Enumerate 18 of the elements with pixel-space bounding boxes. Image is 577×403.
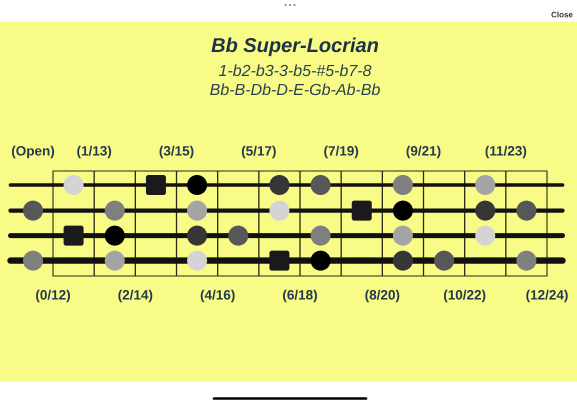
fret-label: (6/18) bbox=[283, 290, 317, 302]
fret-label: (Open) bbox=[12, 146, 54, 158]
fret-label: (2/14) bbox=[118, 290, 152, 302]
close-link: Close bbox=[551, 12, 573, 18]
fret-label: (8/20) bbox=[365, 290, 400, 302]
fret-label: (10/22) bbox=[444, 290, 486, 302]
fret-label: (9/21) bbox=[406, 146, 440, 158]
fret-label: (1/13) bbox=[77, 146, 112, 158]
subtitle: 1-b2-b3-3-b5-#5-b7-8 bbox=[218, 64, 372, 76]
fret-label: (11/23) bbox=[486, 146, 526, 158]
fret-label: (3/15) bbox=[160, 146, 194, 158]
fret-label: (7/19) bbox=[324, 146, 358, 158]
fret-label: (12/24) bbox=[526, 290, 568, 302]
fret-label: (4/16) bbox=[200, 290, 235, 302]
title: Bb Super-Locrian bbox=[211, 38, 378, 56]
fret-label: (5/17) bbox=[242, 146, 276, 158]
fret-label: (0/12) bbox=[36, 290, 70, 302]
subtitle: Bb-B-Db-D-E-Gb-Ab-Bb bbox=[210, 83, 380, 96]
